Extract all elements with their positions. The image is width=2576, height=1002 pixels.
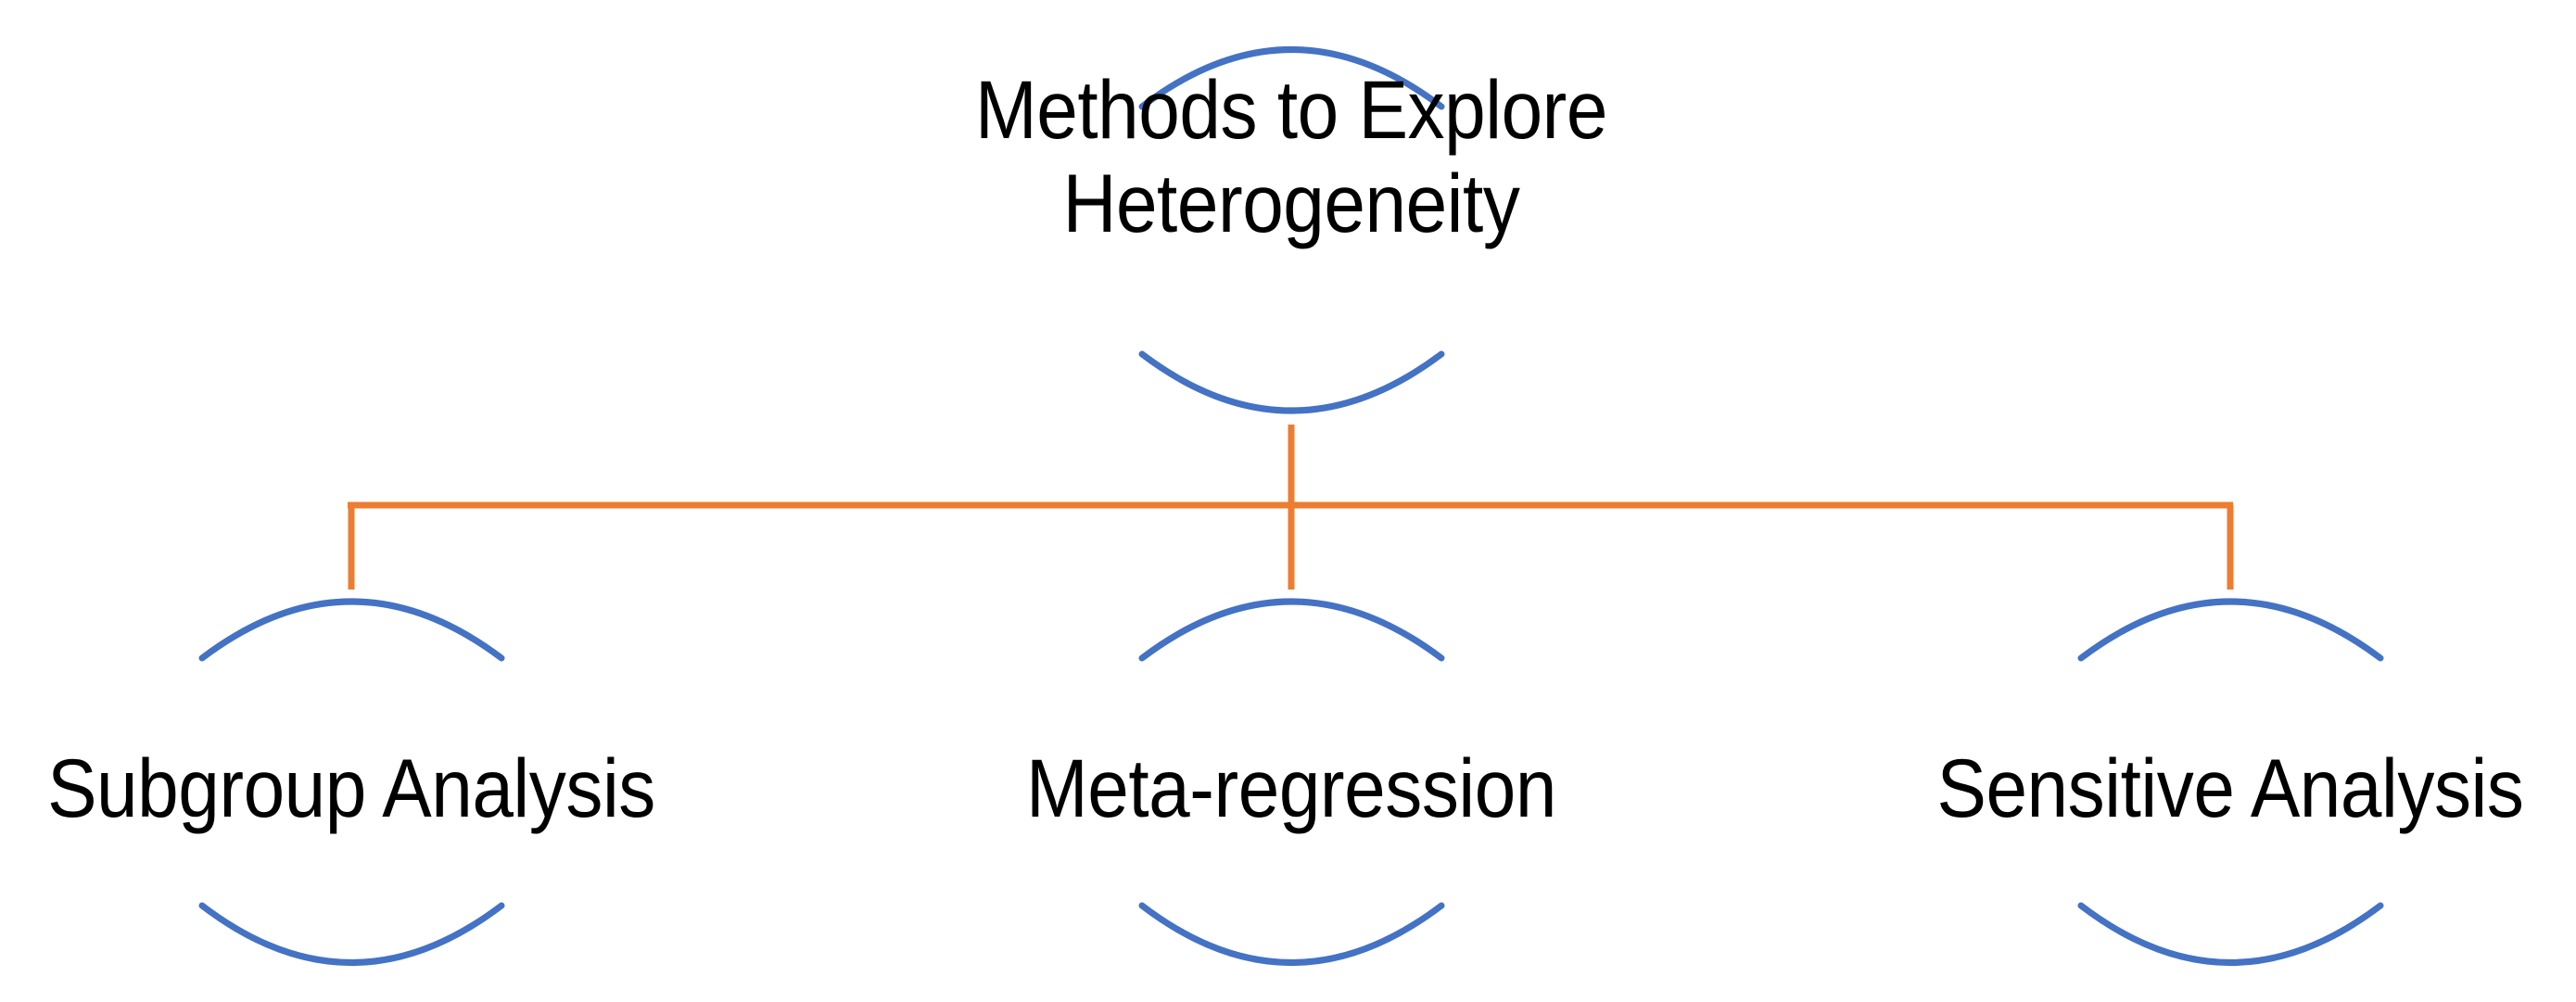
node-arc-bottom-subgroup [198, 902, 505, 966]
node-label-meta-regression: Meta-regression [1025, 742, 1556, 834]
node-shape-subgroup[interactable] [198, 598, 505, 966]
node-arc-top-sensitive [2077, 598, 2384, 662]
node-label-subgroup: Subgroup Analysis [47, 742, 655, 834]
node-label-sensitive: Sensitive Analysis [1936, 742, 2524, 834]
node-arc-bottom-sensitive [2077, 902, 2384, 966]
node-shape-meta[interactable] [1138, 598, 1445, 966]
node-shape-sensitive[interactable] [2077, 598, 2384, 966]
node-arc-bottom-meta [1138, 902, 1445, 966]
node-shape-root[interactable] [1138, 46, 1445, 414]
node-arc-bottom-root [1138, 350, 1445, 414]
node-label-root: Methods to Explore Heterogeneity [974, 63, 1608, 249]
node-arc-top-meta [1138, 598, 1445, 662]
connector-group [348, 425, 2234, 590]
node-arc-top-root [1138, 46, 1445, 110]
node-arc-top-subgroup [198, 598, 505, 662]
